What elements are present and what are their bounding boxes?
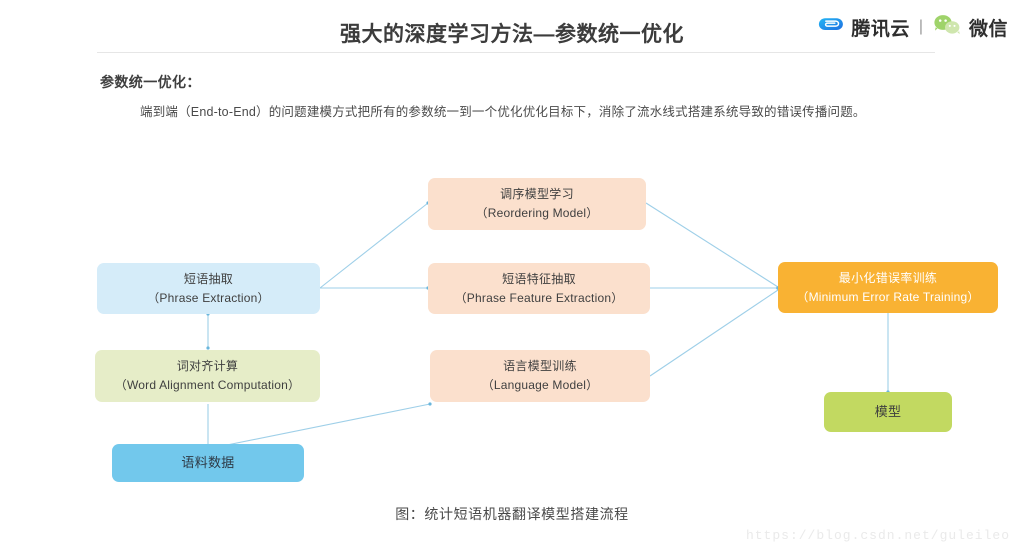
node-label-cn: 短语抽取 — [183, 271, 234, 286]
edge-phrase-extraction-to-reordering — [319, 202, 429, 289]
node-phrase-feature-extraction[interactable]: 短语特征抽取 （Phrase Feature Extraction） — [428, 263, 650, 314]
wechat-label: 微信 — [968, 18, 1008, 40]
edge-reordering-to-mert — [645, 202, 779, 288]
node-label-cn: 词对齐计算 — [176, 359, 239, 374]
figure-caption: 图：统计短语机器翻译模型搭建流程 — [395, 506, 629, 522]
node-label-en: （Minimum Error Rate Training） — [796, 289, 980, 304]
node-label-en: （Reordering Model） — [475, 206, 599, 220]
node-word-alignment-computation[interactable]: 词对齐计算 （Word Alignment Computation） — [95, 350, 320, 402]
node-label-en: （Word Alignment Computation） — [114, 378, 301, 392]
node-label-cn: 短语特征抽取 — [502, 271, 576, 286]
tencent-cloud-label: 腾讯云 — [851, 18, 910, 40]
watermark: https://blog.csdn.net/guleileo — [745, 528, 1010, 543]
edge-language-model-to-mert — [649, 289, 779, 377]
node-language-model[interactable]: 语言模型训练 （Language Model） — [430, 350, 650, 402]
wechat-icon — [932, 13, 962, 42]
node-label-cn: 最小化错误率训练 — [838, 270, 938, 285]
node-label-cn: 语料数据 — [181, 454, 235, 470]
node-phrase-extraction[interactable]: 短语抽取 （Phrase Extraction） — [97, 263, 320, 314]
node-label-cn: 模型 — [874, 403, 902, 419]
node-label-en: （Phrase Feature Extraction） — [454, 290, 624, 305]
node-label-en: （Language Model） — [481, 378, 599, 392]
node-corpus-data[interactable]: 语料数据 — [112, 444, 304, 482]
tencent-cloud-icon — [818, 14, 844, 41]
edge-corpus-to-language-model — [221, 403, 431, 447]
node-minimum-error-rate-training[interactable]: 最小化错误率训练 （Minimum Error Rate Training） — [778, 262, 998, 313]
edge-endpoint-dot — [428, 402, 432, 406]
node-model[interactable]: 模型 — [824, 392, 952, 432]
header-divider — [97, 52, 935, 53]
node-label-en: （Phrase Extraction） — [147, 290, 270, 305]
brand-logos: 腾讯云 | 微信 — [818, 12, 1008, 42]
section-paragraph: 端到端（End-to-End）的问题建模方式把所有的参数统一到一个优化优化目标下… — [140, 105, 866, 119]
page-title: 强大的深度学习方法—参数统一优化 — [340, 23, 684, 46]
brand-separator: | — [918, 18, 923, 35]
node-label-cn: 语言模型训练 — [503, 359, 577, 374]
section-heading: 参数统一优化： — [100, 74, 201, 90]
node-label-cn: 调序模型学习 — [500, 187, 574, 202]
node-reordering-model[interactable]: 调序模型学习 （Reordering Model） — [428, 178, 646, 230]
